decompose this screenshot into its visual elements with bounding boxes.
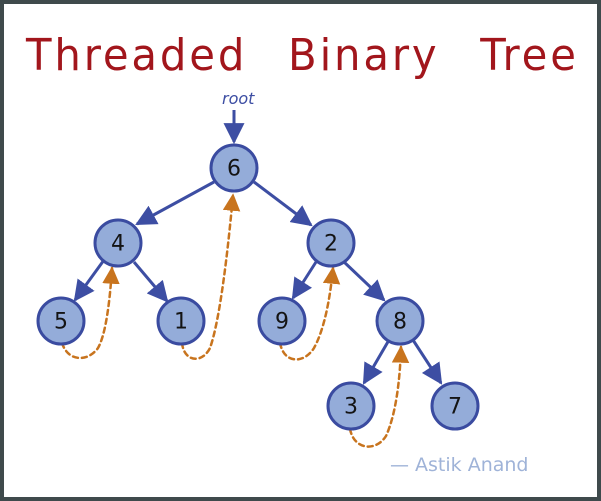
tree-node: 3: [326, 381, 376, 431]
node-circle: [257, 296, 307, 346]
tree-node: 8: [375, 296, 425, 346]
edge-4-1: [132, 261, 169, 303]
node-label: 9: [275, 310, 289, 335]
edge-6-2: [253, 180, 313, 227]
thread-5-to-4: [60, 266, 120, 360]
edge-6-4: [135, 180, 215, 226]
node-circle: [326, 381, 376, 431]
node-circle: [209, 143, 259, 193]
node-label: 4: [111, 232, 125, 257]
node-circle: [93, 218, 143, 268]
node-circle: [36, 296, 86, 346]
tree-node: 6: [209, 143, 259, 193]
node-label: 7: [448, 395, 462, 420]
root-pointer: root: [222, 89, 255, 145]
thread-3-to-8: [348, 345, 410, 448]
node-label: 5: [54, 310, 68, 335]
tree-edges: [73, 180, 443, 385]
node-circle: [430, 381, 480, 431]
tree-node: 9: [257, 296, 307, 346]
edge-2-8: [341, 259, 386, 302]
node-label: 3: [344, 395, 358, 420]
edge-8-7: [411, 339, 443, 385]
thread-links: [60, 193, 410, 448]
node-label: 6: [227, 157, 241, 182]
tree-nodes: 6 4 2 5 1 9 8 3: [36, 143, 480, 431]
thread-9-to-2: [278, 266, 341, 361]
tree-node: 2: [306, 218, 356, 268]
node-circle: [375, 296, 425, 346]
edge-2-9: [291, 261, 318, 300]
tree-node: 1: [156, 296, 206, 346]
node-circle: [156, 296, 206, 346]
node-label: 1: [174, 310, 188, 335]
edge-8-3: [362, 339, 391, 385]
thread-1-to-6: [180, 193, 241, 360]
tree-node: 4: [93, 218, 143, 268]
node-label: 8: [393, 310, 407, 335]
root-label: root: [222, 89, 255, 108]
tree-node: 5: [36, 296, 86, 346]
author-credit: — Astik Anand: [390, 454, 529, 476]
edge-4-5: [73, 259, 106, 302]
node-circle: [306, 218, 356, 268]
node-label: 2: [324, 232, 338, 257]
diagram-title: Threaded Binary Tree: [26, 30, 579, 81]
tree-node: 7: [430, 381, 480, 431]
